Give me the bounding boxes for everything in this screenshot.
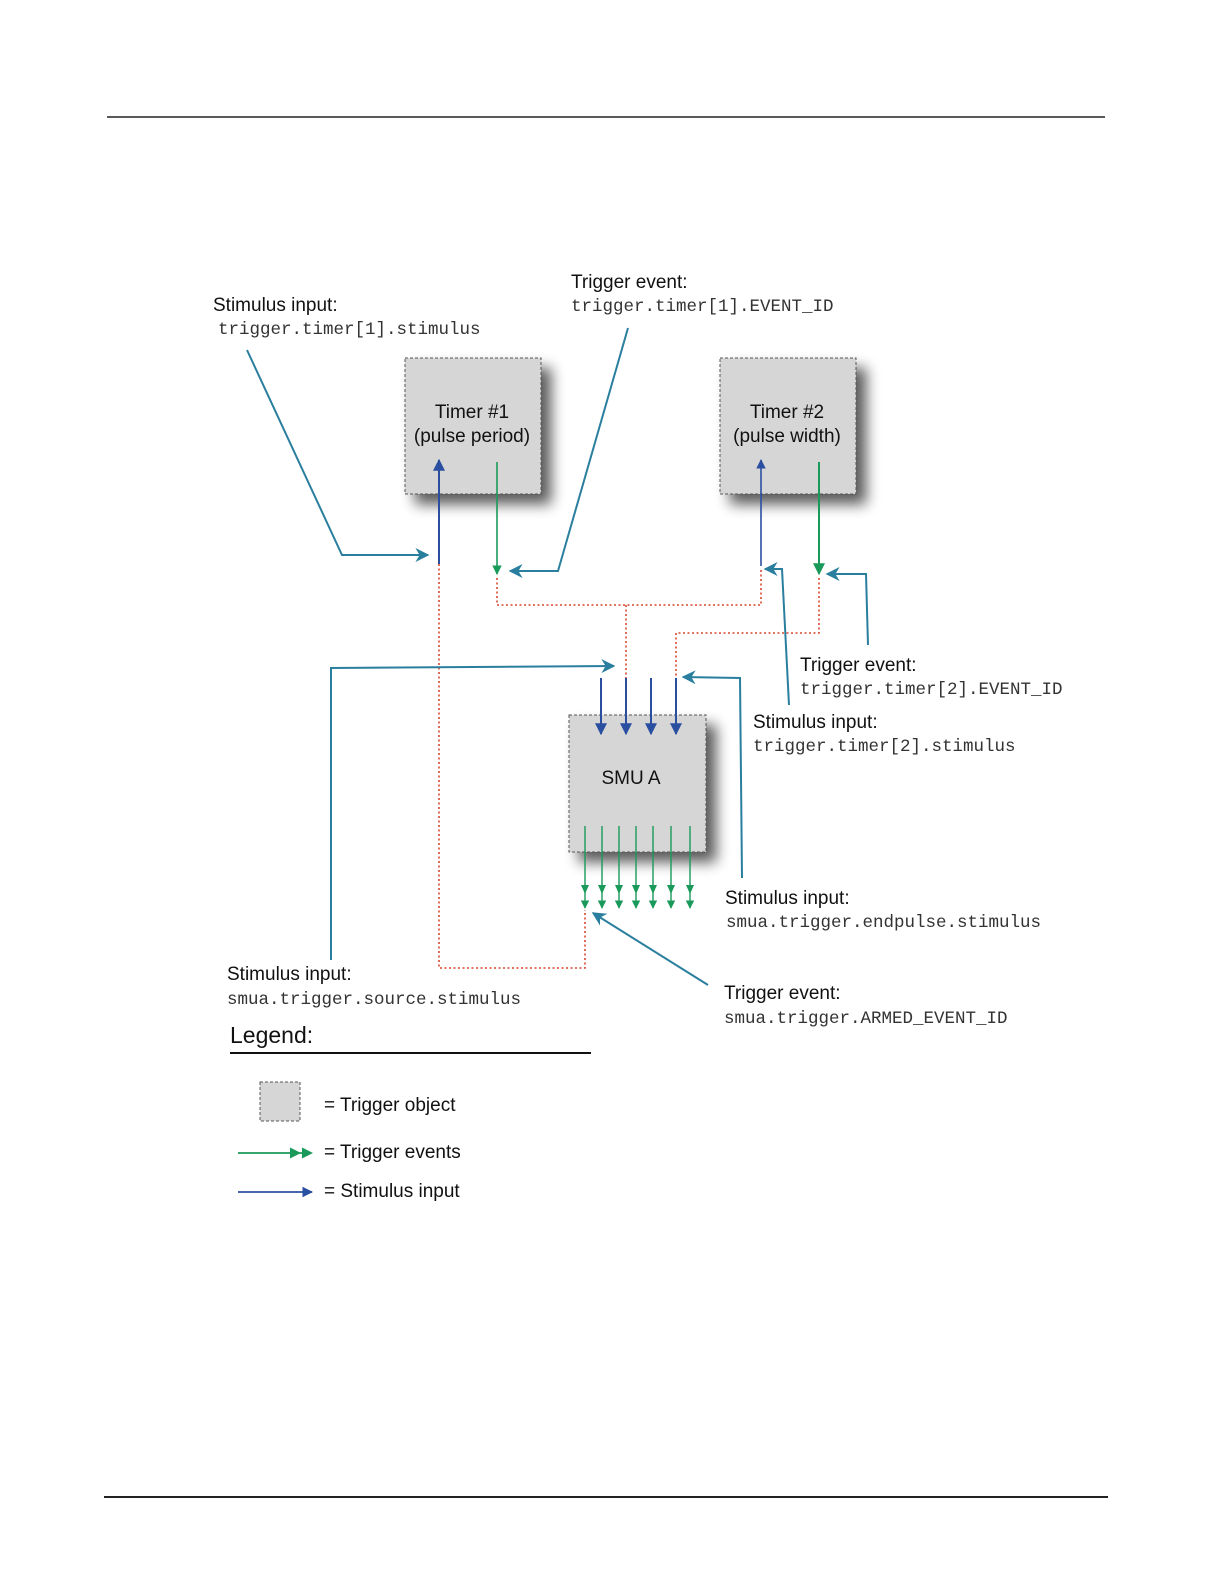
svg-text:Stimulus input:: Stimulus input: (213, 295, 338, 316)
svg-text:Trigger event:: Trigger event: (800, 655, 917, 676)
svg-text:trigger.timer[1].stimulus: trigger.timer[1].stimulus (218, 320, 481, 340)
armed-event-leader (591, 912, 709, 986)
svg-text:Stimulus input:: Stimulus input: (725, 888, 850, 909)
svg-text:Stimulus input:: Stimulus input: (753, 712, 878, 733)
smu-event-arrows (580, 826, 695, 909)
svg-text:trigger.timer[2].stimulus: trigger.timer[2].stimulus (753, 737, 1016, 757)
svg-text:Trigger event:: Trigger event: (571, 272, 688, 293)
t1-event-leader (508, 327, 629, 578)
t2-stimulus-leader (763, 562, 790, 706)
smu-box: SMU A (568, 714, 707, 853)
timer2-box: Timer #2 (pulse width) (719, 357, 857, 495)
svg-text:smua.trigger.source.stimulus: smua.trigger.source.stimulus (227, 990, 521, 1010)
label-armed-event: Trigger event: smua.trigger.ARMED_EVENT_… (724, 983, 1008, 1029)
legend: Legend: = Trigger object = Trigger event… (230, 1022, 591, 1202)
svg-text:smua.trigger.ARMED_EVENT_ID: smua.trigger.ARMED_EVENT_ID (724, 1009, 1008, 1029)
smu-title: SMU A (601, 768, 660, 789)
endpulse-stimulus-leader (681, 670, 743, 879)
legend-stimulus-text: = Stimulus input (324, 1181, 460, 1202)
legend-trigger-object-text: = Trigger object (324, 1095, 456, 1116)
label-endpulse-stimulus: Stimulus input: smua.trigger.endpulse.st… (725, 888, 1041, 933)
legend-trigger-object-swatch (259, 1081, 301, 1122)
label-t1-stimulus: Stimulus input: trigger.timer[1].stimulu… (213, 295, 481, 340)
timer2-subtitle: (pulse width) (733, 426, 841, 447)
legend-trigger-events-text: = Trigger events (324, 1142, 461, 1163)
smu-event-arrowheads-second (581, 885, 694, 894)
timer1-box: Timer #1 (pulse period) (404, 357, 542, 495)
label-source-stimulus: Stimulus input: smua.trigger.source.stim… (227, 964, 521, 1010)
svg-text:trigger.timer[1].EVENT_ID: trigger.timer[1].EVENT_ID (571, 297, 834, 317)
svg-text:smua.trigger.endpulse.stimulus: smua.trigger.endpulse.stimulus (726, 913, 1041, 933)
svg-text:trigger.timer[2].EVENT_ID: trigger.timer[2].EVENT_ID (800, 680, 1063, 700)
smu-stimulus-arrows (595, 678, 682, 736)
dotted-connections (438, 564, 820, 969)
timer2-title: Timer #2 (750, 402, 824, 423)
svg-text:Stimulus input:: Stimulus input: (227, 964, 352, 985)
t2-event-leader (825, 567, 869, 646)
label-t2-stimulus: Stimulus input: trigger.timer[2].stimulu… (753, 712, 1016, 757)
timer1-title: Timer #1 (435, 402, 509, 423)
legend-title: Legend: (230, 1022, 313, 1048)
timer1-subtitle: (pulse period) (414, 426, 530, 447)
svg-text:Trigger event:: Trigger event: (724, 983, 841, 1004)
legend-trigger-events-arrowhead (290, 1147, 313, 1159)
callout-leaders (246, 327, 869, 986)
t1-stimulus-leader (246, 349, 430, 562)
source-stimulus-leader (330, 659, 616, 960)
label-t1-event: Trigger event: trigger.timer[1].EVENT_ID (571, 272, 834, 317)
label-t2-event: Trigger event: trigger.timer[2].EVENT_ID (800, 655, 1063, 700)
